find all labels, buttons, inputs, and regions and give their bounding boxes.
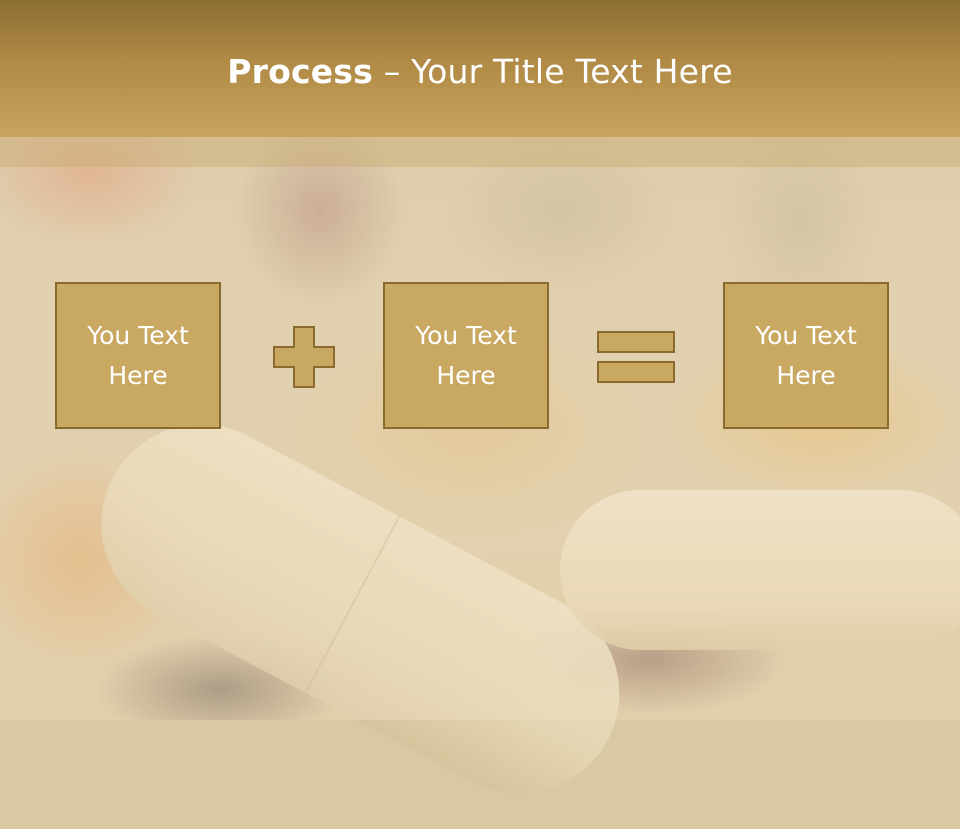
tablet-pill-image (560, 490, 960, 650)
process-box-3-line2: Here (776, 360, 836, 390)
plus-icon[interactable] (272, 325, 336, 389)
title-bar: Process – Your Title Text Here (0, 0, 960, 137)
process-box-1-line1: You Text (87, 320, 189, 350)
title-bold: Process (227, 52, 373, 91)
process-box-2-line2: Here (436, 360, 496, 390)
title-rest: Your Title Text Here (411, 52, 733, 91)
header-strip (0, 137, 960, 167)
process-box-2[interactable]: You Text Here (383, 282, 549, 429)
equals-icon[interactable] (596, 330, 676, 384)
slide-title[interactable]: Process – Your Title Text Here (0, 52, 960, 91)
process-box-2-line1: You Text (415, 320, 517, 350)
process-box-1[interactable]: You Text Here (55, 282, 221, 429)
process-box-3[interactable]: You Text Here (723, 282, 889, 429)
process-box-3-line1: You Text (755, 320, 857, 350)
process-box-1-line2: Here (108, 360, 168, 390)
title-dash: – (373, 52, 412, 91)
